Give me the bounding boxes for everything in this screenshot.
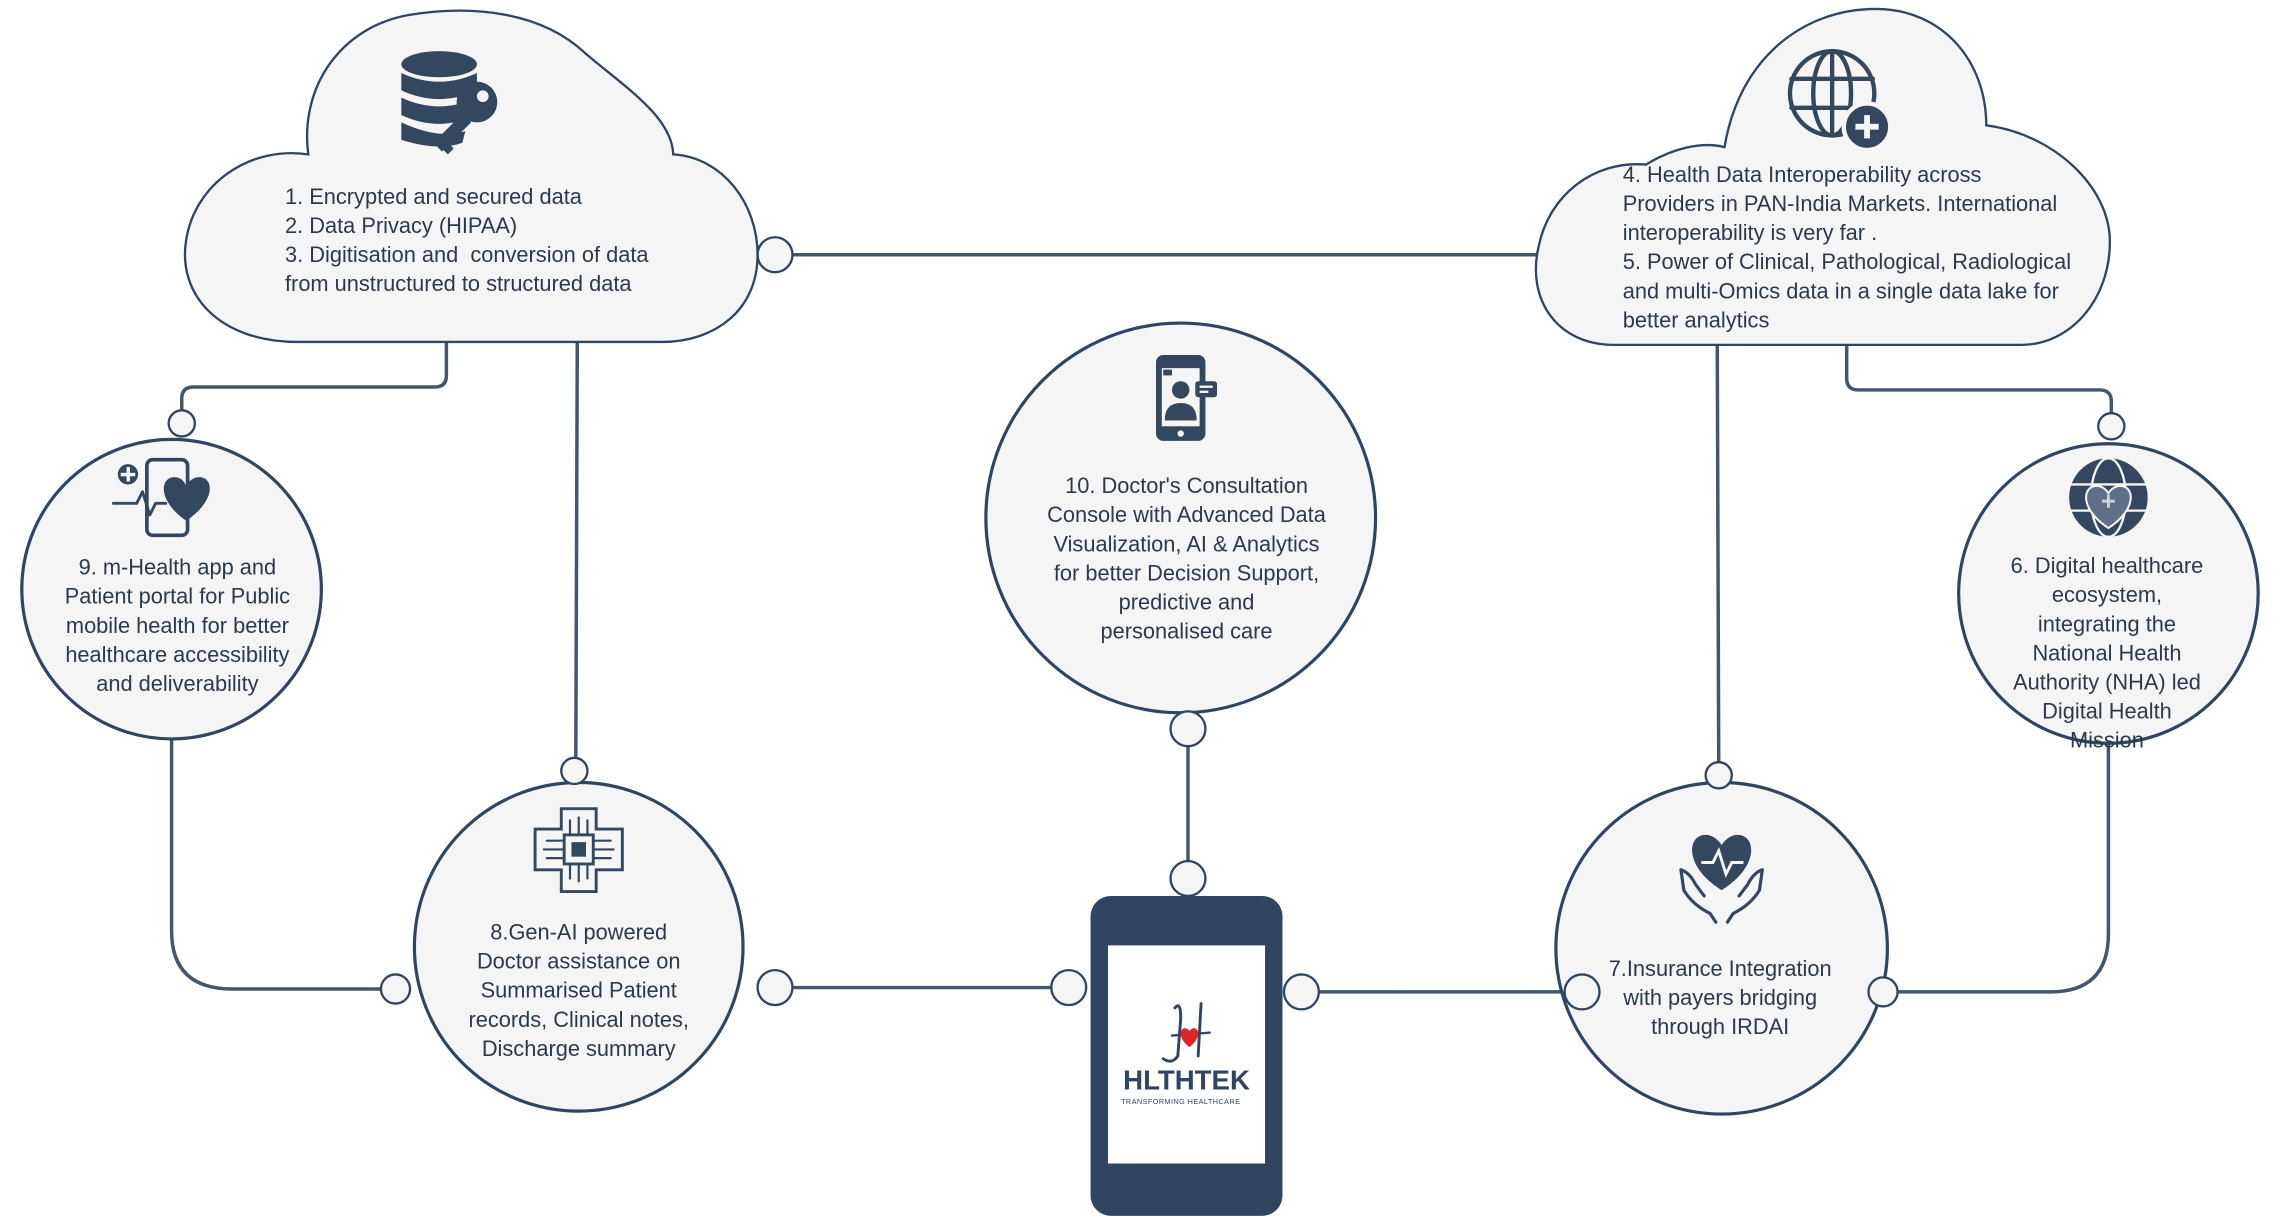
node-mhealth-line-4: healthcare accessibility	[65, 642, 289, 667]
node-genai-line-1: 8.Gen-AI powered	[490, 920, 667, 945]
node-genai-line-3: Summarised Patient	[481, 978, 677, 1003]
junction-node	[756, 236, 794, 274]
connector-ecosystem-to-insurance	[1897, 742, 2111, 994]
junction-node	[1704, 761, 1733, 790]
connector-cloud-right-to-ecosystem	[1844, 344, 2114, 414]
junction-node	[1563, 973, 1601, 1011]
mobile-heart-icon	[111, 457, 210, 538]
node-circle	[1554, 780, 1889, 1116]
node-insurance: 7.Insurance Integration with payers brid…	[1554, 780, 1889, 1116]
cloud-interop-line-2: Providers in PAN-India Markets. Internat…	[1623, 191, 2058, 216]
hub-logo-name: HLTHTEK	[1123, 1064, 1250, 1095]
junction-node	[1169, 859, 1207, 898]
cloud-interop-line-6: better analytics	[1623, 307, 1770, 332]
cloud-interop-line-5: and multi-Omics data in a single data la…	[1623, 278, 2059, 303]
connector-mhealth-to-genai	[169, 737, 383, 991]
connector-cloud-right-to-insurance	[1715, 344, 1721, 763]
node-genai: 8.Gen-AI powered Doctor assistance on Su…	[412, 780, 745, 1113]
junction-node	[1867, 976, 1899, 1008]
node-console-line-6: personalised care	[1100, 619, 1272, 644]
node-insurance-line-2: with payers bridging	[1622, 985, 1817, 1010]
junction-node	[560, 756, 589, 786]
junction-node	[756, 968, 794, 1007]
cloud-security: 1. Encrypted and secured data 2. Data Pr…	[183, 9, 759, 344]
globe-heart-icon	[2069, 457, 2148, 538]
junction-node	[379, 973, 412, 1005]
node-ecosystem-line-2: ecosystem,	[2052, 582, 2162, 607]
cloud-shape	[1534, 7, 2112, 347]
connector-cloud-left-to-genai	[574, 341, 580, 759]
connector-cloud-left-to-mhealth	[180, 341, 449, 411]
hltthek-logo-mark-icon	[1161, 1002, 1211, 1063]
node-ecosystem-line-7: Mission	[2070, 728, 2144, 753]
cloud-interop-line-3: interoperability is very far .	[1623, 220, 1877, 245]
node-console-line-1: 10. Doctor's Consultation	[1065, 473, 1308, 498]
node-console-line-4: for better Decision Support,	[1054, 560, 1319, 585]
node-mhealth-line-3: mobile health for better	[66, 613, 289, 638]
junction-nodes	[167, 236, 2126, 1011]
node-insurance-line-1: 7.Insurance Integration	[1609, 956, 1832, 981]
phone-doctor-icon	[1155, 355, 1218, 441]
cloud-interoperability: 4. Health Data Interoperability across P…	[1534, 7, 2112, 347]
cloud-security-line-3: 3. Digitisation and conversion of data	[285, 242, 649, 267]
node-ecosystem-line-3: integrating the	[2038, 611, 2176, 636]
node-ecosystem: 6. Digital healthcare ecosystem, integra…	[1957, 442, 2260, 753]
cloud-security-line-2: 2. Data Privacy (HIPAA)	[285, 213, 517, 238]
cloud-security-line-4: from unstructured to structured data	[285, 271, 632, 296]
hub-logo-tagline: TRANSFORMING HEALTHCARE	[1121, 1097, 1240, 1106]
node-mhealth: 9. m-Health app and Patient portal for P…	[20, 437, 323, 741]
node-mhealth-line-1: 9. m-Health app and	[79, 555, 277, 580]
node-console-line-3: Visualization, AI & Analytics	[1053, 531, 1319, 556]
connectors	[169, 252, 2114, 994]
cloud-security-line-1: 1. Encrypted and secured data	[285, 184, 583, 209]
junction-node	[1050, 968, 1088, 1007]
ai-chip-cross-icon	[533, 807, 624, 894]
node-ecosystem-line-4: National Health	[2032, 640, 2181, 665]
cloud-interop-line-4: 5. Power of Clinical, Pathological, Radi…	[1623, 249, 2071, 274]
node-insurance-line-3: through IRDAI	[1651, 1014, 1789, 1039]
node-mhealth-line-2: Patient portal for Public	[65, 584, 290, 609]
globe-plus-icon	[1787, 48, 1893, 153]
phone-screen	[1108, 945, 1266, 1164]
junction-node	[1282, 973, 1321, 1011]
heart-hands-icon	[1679, 834, 1764, 924]
hub-phone: HLTHTEK TRANSFORMING HEALTHCARE	[1090, 895, 1283, 1216]
node-ecosystem-line-1: 6. Digital healthcare	[2011, 553, 2204, 578]
cloud-interop-line-1: 4. Health Data Interoperability across	[1623, 162, 1982, 187]
node-genai-line-4: records, Clinical notes,	[468, 1007, 688, 1032]
junction-node	[167, 409, 197, 438]
node-circle	[20, 437, 323, 741]
node-mhealth-line-5: and deliverability	[96, 671, 258, 696]
node-genai-line-5: Discharge summary	[482, 1036, 676, 1061]
node-genai-line-2: Doctor assistance on	[477, 949, 681, 974]
node-console-line-5: predictive and	[1119, 590, 1255, 615]
node-console: 10. Doctor's Consultation Console with A…	[984, 321, 1378, 715]
node-ecosystem-line-5: Authority (NHA) led	[2013, 669, 2201, 694]
junction-node	[2097, 412, 2126, 441]
node-console-line-2: Console with Advanced Data	[1047, 502, 1327, 527]
node-circle	[1957, 442, 2260, 745]
cloud-shape	[183, 9, 759, 344]
junction-node	[1169, 710, 1207, 748]
database-key-icon	[401, 51, 498, 155]
node-ecosystem-line-6: Digital Health	[2042, 699, 2172, 724]
